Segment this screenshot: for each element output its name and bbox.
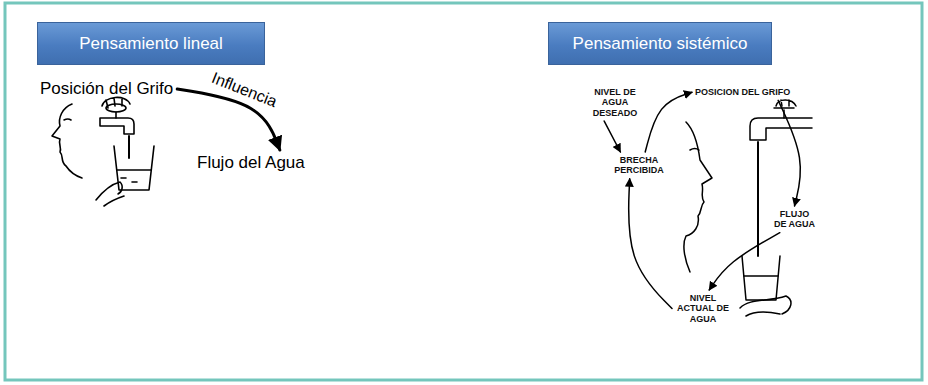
node-text: Pensamiento sistémico (573, 34, 748, 54)
node-text: Posición del Grifo (40, 79, 173, 99)
face-eye (64, 119, 71, 120)
hand-holding-glass (740, 296, 791, 316)
node-text: NIVEL DE AGUA DESEADO (591, 87, 639, 118)
frame-border (5, 3, 922, 380)
water-stream (757, 142, 759, 256)
faucet-body (100, 118, 134, 134)
causal-arrow (709, 233, 780, 290)
edge-label: Influencia (207, 68, 283, 112)
causal-arrow (778, 100, 800, 206)
water-level (744, 275, 778, 277)
heading-band: Pensamiento sistémico (548, 22, 772, 65)
hand-on-knob (102, 97, 130, 108)
water-stream (128, 136, 130, 158)
face-eye (690, 149, 699, 151)
linear-illustration (52, 97, 154, 206)
node-text: FLUJO DE AGUA (773, 209, 816, 230)
concept-label: BRECHA PERCIBIDA (608, 152, 670, 179)
concept-label: NIVEL DE AGUA DESEADO (588, 84, 642, 121)
node-text: POSICION DEL GRIFO (695, 87, 790, 97)
systemic-illustration (684, 100, 812, 316)
causal-arrow (629, 179, 672, 309)
node-text: Pensamiento lineal (79, 34, 223, 54)
causal-arrow (645, 92, 692, 152)
concept-label: FLUJO DE AGUA (770, 206, 819, 233)
glass (114, 146, 154, 190)
heading-band: Pensamiento lineal (37, 22, 265, 65)
water-in-glass (117, 170, 151, 182)
face-profile (684, 122, 712, 272)
faucet-body (750, 118, 812, 140)
connector-group (177, 89, 800, 309)
hand-holding-glass (96, 182, 124, 206)
faucet-knob (106, 104, 126, 112)
glass (742, 256, 780, 300)
node-text: BRECHA PERCIBIDA (611, 155, 667, 176)
concept-label: Flujo del Agua (193, 150, 309, 176)
causal-arrow (604, 121, 620, 152)
node-text: NIVEL ACTUAL DE AGUA (675, 293, 731, 324)
faucet-stem (115, 112, 117, 118)
concept-label: Posición del Grifo (36, 76, 177, 102)
concept-label: POSICION DEL GRIFO (692, 84, 793, 100)
node-text: Flujo del Agua (197, 153, 305, 173)
face-profile (52, 104, 82, 178)
concept-label: NIVEL ACTUAL DE AGUA (672, 290, 734, 327)
